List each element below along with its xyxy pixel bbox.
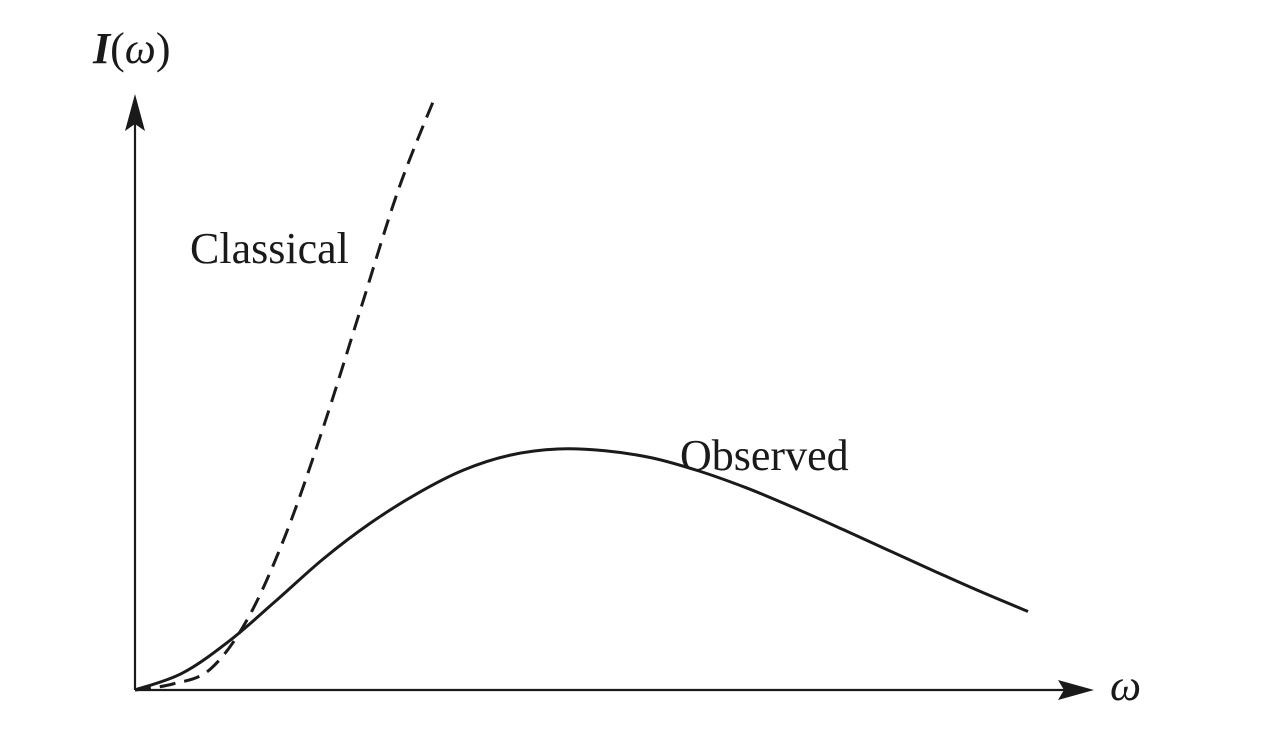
x-axis-arrow-icon [1058,680,1094,700]
y-axis-label: I(ω) [92,24,171,73]
y-axis-label-paren-open: ( [110,24,125,73]
y-axis-label-arg: ω [125,24,156,73]
x-axis-label: ω [1110,661,1141,710]
classical-series-label: Classical [190,224,349,273]
y-axis-label-paren-close: ) [156,24,171,73]
observed-series-line [134,447,1029,692]
observed-series-label: Observed [680,431,849,480]
y-axis-arrow-icon [125,94,145,131]
classical-series-line [134,94,438,692]
y-axis-label-symbol: I [92,24,112,73]
